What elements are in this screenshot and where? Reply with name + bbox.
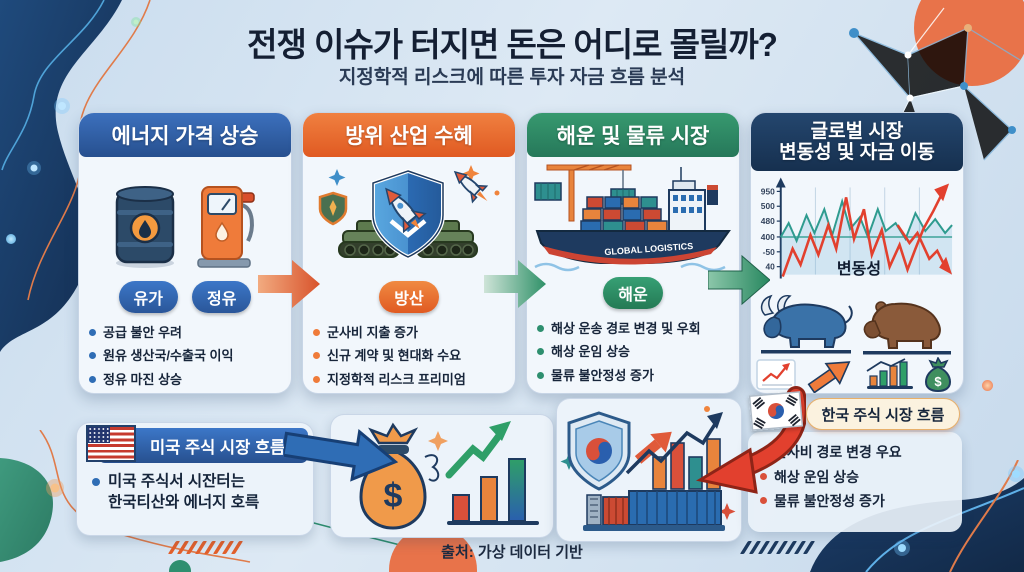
flow-arrow-defense-to-shipping: [484, 260, 546, 308]
svg-text:$: $: [934, 374, 942, 389]
volatility-label: 변동성: [836, 261, 882, 278]
cargo-ship-icon: GLOBAL LOGISTICS: [534, 164, 731, 272]
bar-chart-icon: [445, 421, 539, 525]
bear-icon: [863, 301, 951, 355]
svg-text:950: 950: [761, 186, 775, 196]
bullet-item: 공급 불안 우려: [89, 325, 281, 341]
card-defense: 방위 산업 수혜: [302, 112, 516, 394]
defense-bullets: 군사비 지출 증가 신규 계약 및 현대화 수요 지정학적 리스크 프리미엄: [313, 325, 505, 388]
sparkle-icon: [328, 169, 346, 186]
shipping-bullets: 해상 운송 경로 변경 및 우회 해상 운임 상승 물류 불안정성 증가: [537, 321, 729, 384]
svg-text:40: 40: [765, 262, 775, 272]
money-bag-icon: $: [924, 357, 952, 393]
taegeuk-shield-icon: [567, 411, 631, 491]
bullet-item: 해상 운임 상승: [760, 469, 950, 487]
bullet-item: 물류 불안정성 증가: [760, 493, 950, 511]
bullet-item: 군사비 지출 증가: [313, 325, 505, 341]
flow-arrow-energy-to-defense: [258, 260, 320, 308]
bullet-item: 물류 불안정성 증가: [537, 368, 729, 384]
page-subtitle: 지정학적 리스크에 따른 투자 자금 흐름 분석: [338, 67, 686, 88]
bullet-item: 지정학적 리스크 프리미엄: [313, 372, 505, 388]
rocket-icon: [385, 187, 427, 234]
svg-text:480: 480: [761, 216, 775, 226]
us-flag-icon: [86, 425, 136, 462]
gas-pump-icon: [197, 186, 255, 268]
bar-chart-icon: [866, 358, 913, 389]
sparkle-icon: [428, 431, 448, 451]
tag-shipping: 해운: [603, 277, 663, 309]
bullet-item: 해상 운임 상승: [537, 344, 729, 360]
tag-refining: 정유: [192, 281, 252, 313]
card-energy-header: 에너지 가격 상승: [79, 113, 291, 157]
svg-text:500: 500: [761, 201, 775, 211]
sparkle-icon: [718, 503, 736, 520]
korea-industry-card: [556, 398, 742, 542]
kr-market-title: 한국 주식 시장 흐름: [806, 398, 960, 430]
card-shipping: 해운 및 물류 시장: [526, 112, 740, 394]
page-title: 전쟁 이슈가 터지면 돈은 어디로 몰릴까?: [247, 26, 778, 63]
us-market-bullet: 미국 주식서 시잔터는 한국티산와 에너지 호륵: [92, 472, 297, 514]
kr-flag-icon: [748, 391, 804, 431]
bull-icon: [760, 294, 853, 354]
bullet-item: 정유 마진 상승: [89, 372, 281, 388]
svg-text:-50: -50: [763, 247, 775, 257]
flow-arrow-us-to-money: [284, 428, 399, 482]
rocket-icon: [453, 170, 489, 204]
tag-defense: 방산: [379, 281, 439, 313]
oil-barrel-icon: [115, 186, 175, 268]
card-global-market: 글로벌 시장 변동성 및 자금 이동 950 500 480 400 -50 4…: [750, 112, 964, 394]
bullet-item: 신규 계약 및 현대화 수요: [313, 348, 505, 364]
flow-arrow-shipping-to-global: [708, 254, 770, 306]
bullet-item: 해상 운송 경로 변경 및 우회: [537, 321, 729, 337]
up-arrow-icon: [807, 361, 851, 393]
defense-icons: [318, 165, 500, 260]
volatility-chart: 950 500 480 400 -50 40: [761, 177, 953, 279]
tag-oil-price: 유가: [118, 281, 178, 313]
money-growth-icons: $: [359, 421, 539, 530]
bullet-item: 원유 생산국/수출국 이익: [89, 348, 281, 364]
svg-text:400: 400: [761, 232, 775, 242]
energy-bullets: 공급 불안 우려 원유 생산국/수출국 이익 정유 마진 상승: [89, 325, 281, 388]
market-mini-icons: $: [756, 357, 952, 393]
deco-glow-dot: [6, 234, 16, 244]
card-shipping-header: 해운 및 물류 시장: [527, 113, 739, 157]
container-port-icon: [583, 490, 725, 531]
card-global-header: 글로벌 시장 변동성 및 자금 이동: [751, 113, 963, 171]
source-note: 출처: 가상 데이터 기반: [441, 544, 583, 561]
us-market-title: 미국 주식 시장 흐름: [150, 438, 286, 457]
svg-text:$: $: [384, 477, 403, 515]
money-growth-card: $: [330, 414, 554, 538]
card-energy: 에너지 가격 상승: [78, 112, 292, 394]
card-defense-header: 방위 산업 수혜: [303, 113, 515, 157]
global-header-line1: 글로벌 시장: [810, 120, 904, 142]
sparkle-icon: [462, 165, 480, 182]
global-header-line2: 변동성 및 자금 이동: [779, 142, 935, 163]
korea-industry-icons: [560, 406, 736, 531]
deco-glow-dot: [982, 380, 993, 391]
